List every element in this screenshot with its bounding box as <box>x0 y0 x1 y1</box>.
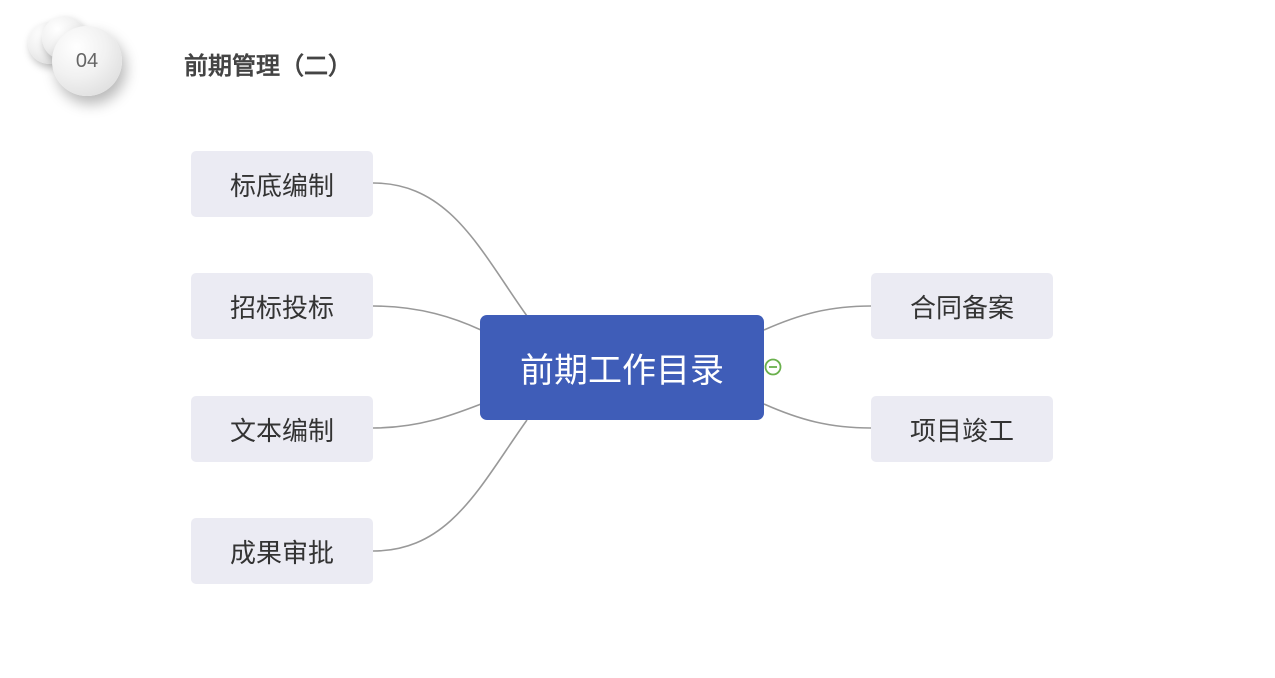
branch-node-left-4[interactable]: 成果审批 <box>191 518 373 584</box>
central-topic[interactable]: 前期工作目录 <box>480 315 764 420</box>
connector-left-4 <box>372 419 528 552</box>
branch-node-right-1[interactable]: 合同备案 <box>871 273 1053 339</box>
connector-left-3 <box>372 403 482 429</box>
connector-left-2 <box>372 305 482 331</box>
connector-right-2 <box>763 403 872 429</box>
page-title: 前期管理（二） <box>184 52 352 80</box>
badge-disc-front: 04 <box>52 26 122 96</box>
branch-node-left-2[interactable]: 招标投标 <box>191 273 373 339</box>
collapse-minus-icon[interactable] <box>764 358 782 376</box>
branch-node-right-2[interactable]: 项目竣工 <box>871 396 1053 462</box>
connector-left-1 <box>372 182 528 317</box>
section-number: 04 <box>75 49 99 72</box>
connector-right-1 <box>763 305 872 331</box>
branch-node-left-1[interactable]: 标底编制 <box>191 151 373 217</box>
section-badge: 04 <box>26 12 136 112</box>
branch-node-left-3[interactable]: 文本编制 <box>191 396 373 462</box>
